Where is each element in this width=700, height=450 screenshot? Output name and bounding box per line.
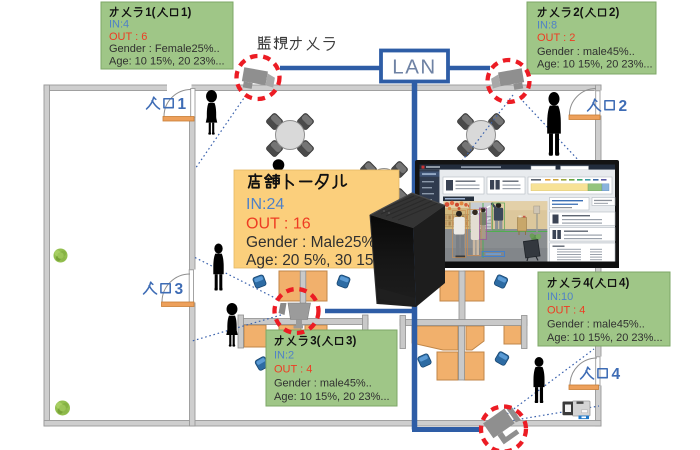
svg-text:Age: 20 5%, 30 15%: Age: 20 5%, 30 15% [246, 252, 388, 269]
svg-text:1(: 1( [145, 7, 155, 19]
svg-text:LAN: LAN [392, 56, 436, 79]
svg-text:Age: 10 15%, 20 23%...: Age: 10 15%, 20 23%... [547, 332, 663, 344]
svg-text:IN:10: IN:10 [547, 291, 573, 303]
svg-text:Age: 10 15%, 20 23%...: Age: 10 15%, 20 23%... [109, 56, 225, 68]
svg-text:Gender : Male25%..: Gender : Male25%.. [246, 234, 384, 251]
svg-text:3): 3) [346, 336, 356, 348]
svg-text:Age: 10 15%, 20 23%...: Age: 10 15%, 20 23%... [274, 391, 390, 403]
svg-text:IN:24: IN:24 [246, 196, 284, 213]
svg-text:IN:2: IN:2 [274, 350, 294, 362]
svg-text:OUT : 2: OUT : 2 [537, 32, 575, 44]
svg-text:Gender : male45%..: Gender : male45%.. [274, 378, 372, 390]
svg-text:IN:4: IN:4 [109, 19, 129, 31]
svg-text:Gender : Female25%..: Gender : Female25%.. [109, 43, 220, 55]
svg-text:3(: 3( [310, 336, 320, 348]
svg-text:1: 1 [178, 96, 187, 113]
svg-text:Gender : male45%..: Gender : male45%.. [547, 319, 645, 331]
svg-text:2): 2) [609, 7, 619, 19]
svg-text:1): 1) [181, 7, 191, 19]
svg-text:4(: 4( [583, 278, 593, 290]
svg-text:OUT : 6: OUT : 6 [109, 31, 147, 43]
svg-text:OUT : 16: OUT : 16 [246, 216, 311, 233]
svg-text:2(: 2( [573, 7, 583, 19]
svg-text:4: 4 [612, 366, 621, 383]
svg-text:3: 3 [175, 281, 184, 298]
svg-text:Gender : male45%..: Gender : male45%.. [537, 46, 635, 58]
svg-text:OUT : 4: OUT : 4 [547, 305, 585, 317]
svg-text:IN:8: IN:8 [537, 20, 557, 32]
svg-text:Age: 10 15%, 20 23%...: Age: 10 15%, 20 23%... [537, 59, 653, 71]
svg-text:2: 2 [619, 98, 628, 115]
svg-text:4): 4) [619, 278, 629, 290]
svg-text:OUT : 4: OUT : 4 [274, 363, 312, 375]
